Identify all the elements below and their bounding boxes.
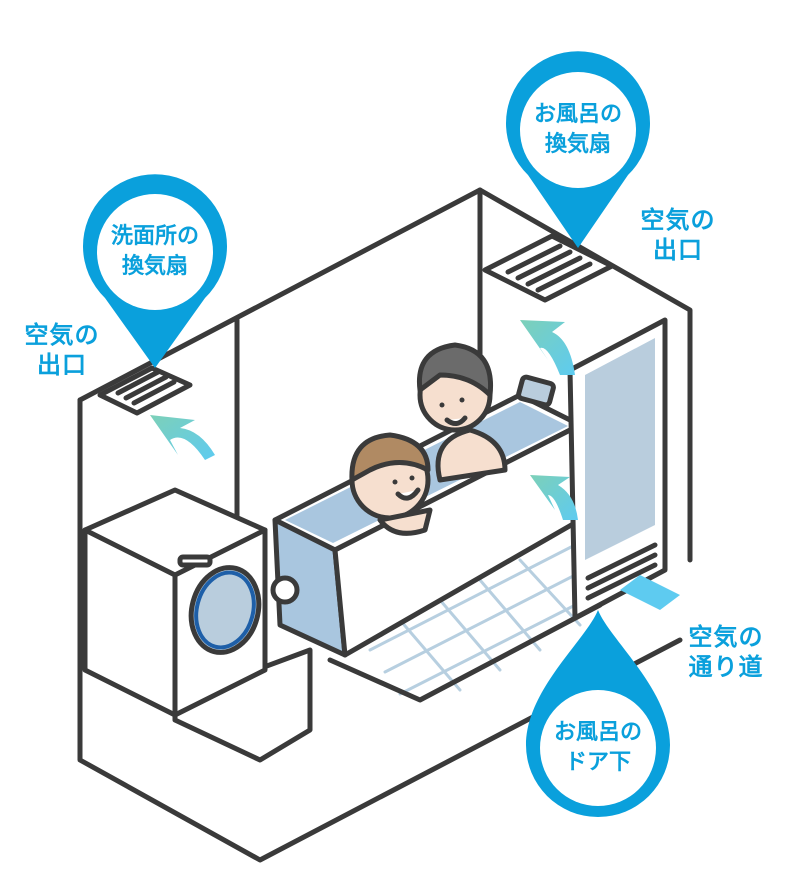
label-air-outlet-left: 空気の 出口	[12, 320, 112, 380]
marker-line2: 換気扇	[544, 132, 611, 157]
marker-washroom-fan-text: 洗面所の 換気扇	[97, 222, 213, 282]
marker-line1: 洗面所の	[110, 224, 199, 249]
floor-edge	[327, 602, 603, 703]
control-panel	[516, 374, 556, 408]
marker-bath-door-bottom	[526, 610, 670, 818]
marker-bath-fan-text: お風呂の 換気扇	[520, 100, 636, 160]
airflow-arrows	[150, 320, 680, 610]
tiled-floor	[368, 543, 597, 696]
washroom-fan-grille	[97, 365, 193, 416]
label-line1: 空気の	[688, 623, 764, 651]
bath-fan-grille	[482, 233, 615, 303]
label-line1: 空気の	[640, 206, 716, 234]
marker-line2: 換気扇	[121, 254, 188, 279]
bathroom-door	[567, 317, 668, 621]
air-stream-door-icon	[620, 575, 680, 610]
child-bather	[349, 432, 433, 536]
label-line2: 出口	[37, 351, 87, 379]
adult-bather	[416, 342, 508, 483]
washing-machine	[82, 487, 313, 763]
label-line2: 出口	[653, 236, 703, 264]
marker-line2: ドア下	[564, 750, 631, 775]
label-air-outlet-right: 空気の 出口	[628, 205, 728, 265]
label-line1: 空気の	[24, 321, 100, 349]
marker-bath-fan	[506, 51, 651, 248]
marker-bath-door-bottom-text: お風呂の ドア下	[540, 718, 656, 778]
label-air-path: 空気の 通り道	[676, 622, 776, 682]
marker-line1: お風呂の	[553, 720, 642, 745]
arrow-bath-fan-icon	[520, 320, 575, 375]
label-line2: 通り道	[688, 653, 764, 681]
arrow-door-icon	[530, 475, 578, 520]
marker-line1: お風呂の	[533, 102, 622, 127]
arrow-left-fan-icon	[150, 415, 215, 460]
marker-washroom-fan	[83, 174, 227, 368]
